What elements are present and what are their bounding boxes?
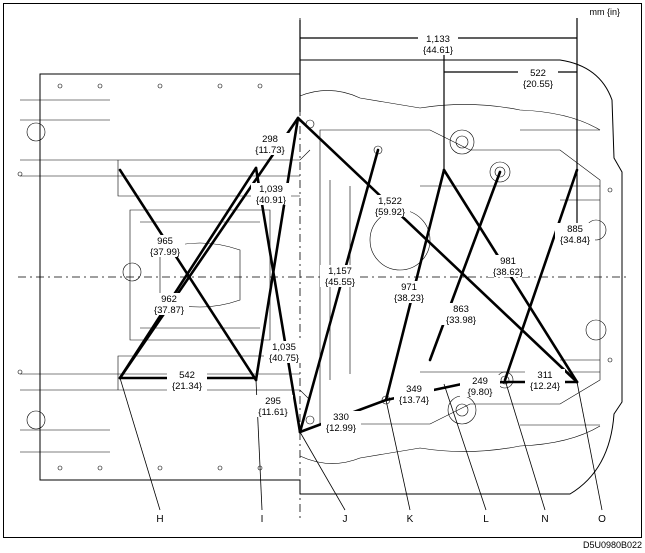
dimension-label-885: 885{34.84} — [555, 223, 595, 246]
dimension-label-bg — [418, 33, 458, 55]
dimension-label-bg — [167, 369, 207, 391]
dimension-mm: 965 — [157, 236, 173, 247]
dimension-label-bg — [250, 133, 290, 155]
dimension-label-1035: 1,035{40.75} — [264, 341, 304, 364]
dimension-in: {12.24} — [530, 381, 560, 392]
dimension-in: {45.55} — [325, 277, 355, 288]
dimension-in: {40.91} — [256, 195, 286, 206]
dimension-mm: 1,157 — [328, 266, 352, 277]
dimension-label-bg — [264, 341, 304, 363]
point-label-n: N — [541, 514, 548, 525]
dimension-mm: 1,522 — [378, 196, 402, 207]
dimension-label-1157: 1,157{45.55} — [320, 265, 360, 288]
dimension-label-1039: 1,039{40.91} — [251, 183, 291, 206]
dimension-mm: 962 — [161, 294, 177, 305]
dimension-label-863: 863{33.98} — [441, 303, 481, 326]
dimension-label-bg — [370, 195, 410, 217]
dimension-mm: 522 — [530, 68, 546, 79]
top-dimension-lines — [299, 18, 578, 232]
dimension-label-542: 542{21.34} — [167, 369, 207, 392]
dimension-mm: 1,133 — [426, 34, 450, 45]
point-labels: H I J K L N O — [156, 514, 606, 525]
dimension-mm: 885 — [567, 224, 583, 235]
frame — [3, 3, 642, 538]
dimension-in: {13.74} — [399, 395, 429, 406]
point-label-j: J — [343, 514, 348, 525]
dimension-mm: 863 — [453, 304, 469, 315]
dimension-label-bg — [321, 411, 361, 433]
dimension-label-bg — [389, 281, 429, 303]
dimension-mm: 981 — [500, 256, 516, 267]
dimension-label-bg — [253, 395, 293, 417]
dimension-mm: 249 — [472, 376, 488, 387]
point-label-i: I — [261, 514, 264, 525]
dimension-label-bg — [460, 375, 500, 397]
dimension-label-bg — [251, 183, 291, 205]
dimension-in: {44.61} — [423, 45, 453, 56]
dimension-label-981: 981{38.62} — [488, 255, 528, 278]
dimension-label-522: 522{20.55} — [518, 67, 558, 90]
dimension-mm: 1,035 — [272, 342, 296, 353]
dimension-in: {20.55} — [523, 79, 553, 90]
dimension-label-bg — [320, 265, 360, 287]
dimension-label-330: 330{12.99} — [321, 411, 361, 434]
point-label-o: O — [598, 514, 606, 525]
dimension-mm: 330 — [333, 412, 349, 423]
point-label-h: H — [156, 514, 163, 525]
dimension-label-298: 298{11.73} — [250, 133, 290, 156]
dimension-label-1522: 1,522{59.92} — [370, 195, 410, 218]
dimension-mm: 298 — [262, 134, 278, 145]
dimension-label-bg — [555, 223, 595, 245]
dimension-label-bg — [518, 67, 558, 89]
dimension-label-249: 249{9.80} — [460, 375, 500, 398]
dimension-mm: 1,039 — [259, 184, 283, 195]
dimension-mm: 349 — [406, 384, 422, 395]
dimension-mm: 311 — [537, 370, 552, 381]
dimension-in: {34.84} — [560, 235, 590, 246]
image-code: D5U0980B022 — [583, 540, 642, 550]
dimension-in: {9.80} — [468, 387, 493, 398]
dimension-in: {38.62} — [493, 267, 523, 278]
dimension-in: {40.75} — [269, 353, 299, 364]
dimension-label-bg — [149, 293, 189, 315]
dimension-label-bg — [525, 369, 565, 391]
dimension-label-bg — [145, 235, 185, 257]
dimension-label-1133: 1,133{44.61} — [418, 33, 458, 56]
dimension-in: {11.73} — [255, 145, 284, 156]
point-leader-lines — [119, 377, 603, 511]
dimension-mm: 971 — [401, 282, 417, 293]
dimension-in: {59.92} — [375, 207, 405, 218]
dimension-label-295: 295{11.61} — [253, 395, 293, 418]
dimension-mm: 295 — [265, 396, 281, 407]
dimension-mm: 542 — [179, 370, 195, 381]
dimension-in: {21.34} — [172, 381, 202, 392]
dimension-in: {12.99} — [326, 423, 356, 434]
units-label: mm {in} — [589, 7, 620, 17]
dimension-in: {37.87} — [154, 305, 184, 316]
dimension-label-965: 965{37.99} — [145, 235, 185, 258]
dimension-in: {37.99} — [150, 247, 180, 258]
dimension-in: {11.61} — [258, 407, 287, 418]
dimension-label-311: 311{12.24} — [525, 369, 565, 392]
dimension-label-bg — [441, 303, 481, 325]
point-label-k: K — [407, 514, 414, 525]
dimension-label-bg — [394, 383, 434, 405]
dimension-label-349: 349{13.74} — [394, 383, 434, 406]
dimension-label-bg — [488, 255, 528, 277]
dimension-labels: 1,133{44.61}522{20.55}298{11.73}1,039{40… — [145, 33, 595, 434]
dimension-label-971: 971{38.23} — [389, 281, 429, 304]
dimension-in: {33.98} — [446, 315, 476, 326]
dimension-label-962: 962{37.87} — [149, 293, 189, 316]
dimension-in: {38.23} — [394, 293, 424, 304]
point-label-l: L — [483, 514, 489, 525]
